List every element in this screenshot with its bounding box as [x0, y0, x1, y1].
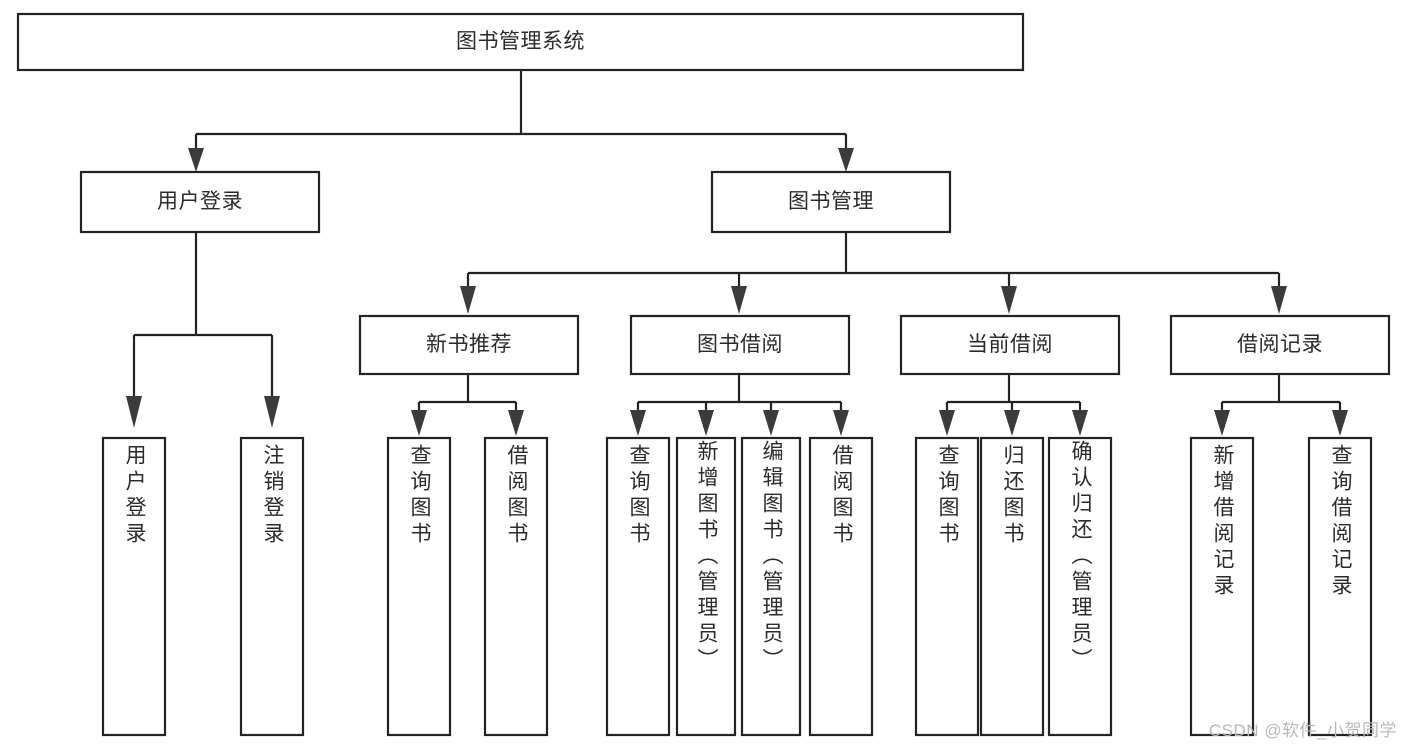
- node-box-leaf-confirm-return[interactable]: [1047, 436, 1113, 737]
- node-box-leaf-borrow-book-1[interactable]: [483, 436, 549, 737]
- node-box-book-manage[interactable]: [710, 170, 952, 234]
- connector-newbook-to-leaves: [411, 374, 524, 436]
- node-box-leaf-return-book[interactable]: [979, 436, 1045, 737]
- node-box-new-book-rec[interactable]: [358, 314, 580, 376]
- arrow-head-leaf-borrow-book-2: [833, 410, 849, 436]
- arrow-head-leaf-confirm-return: [1072, 410, 1088, 436]
- node-box-leaf-edit-book[interactable]: [740, 436, 802, 737]
- node-box-root[interactable]: [16, 12, 1025, 72]
- arrow-head-leaf-add-record: [1214, 410, 1230, 436]
- connector-bookmanage-to-level2: [460, 232, 1287, 314]
- connector-userlogin-to-leaves: [126, 232, 280, 428]
- arrow-head-leaf-return-book: [1004, 410, 1020, 436]
- arrow-head-leaf-query-book-3: [939, 410, 955, 436]
- node-box-leaf-user-login[interactable]: [101, 436, 167, 737]
- arrow-head-leaf-borrow-book-1: [508, 410, 524, 436]
- arrow-head-leaf-logout: [264, 396, 280, 428]
- node-box-book-borrow[interactable]: [629, 314, 851, 376]
- connector-currentborrow-to-leaves: [939, 374, 1088, 436]
- node-box-current-borrow[interactable]: [899, 314, 1121, 376]
- arrow-head-leaf-query-book-2: [630, 410, 646, 436]
- node-box-borrow-record[interactable]: [1169, 314, 1391, 376]
- arrow-head-leaf-query-record: [1332, 410, 1348, 436]
- node-box-leaf-logout[interactable]: [239, 436, 305, 737]
- arrow-head-leaf-user-login: [126, 396, 142, 428]
- arrow-head-book-manage: [838, 148, 854, 172]
- arrow-head-borrow-record: [1271, 286, 1287, 314]
- arrow-head-leaf-query-book-1: [411, 410, 427, 436]
- node-box-leaf-query-record[interactable]: [1307, 436, 1373, 737]
- node-box-leaf-add-record[interactable]: [1189, 436, 1255, 737]
- node-box-leaf-query-book-3[interactable]: [914, 436, 980, 737]
- arrow-head-new-book-rec: [460, 286, 476, 314]
- node-box-user-login[interactable]: [79, 170, 321, 234]
- node-box-leaf-add-book[interactable]: [675, 436, 737, 737]
- arrow-head-current-borrow: [1001, 286, 1017, 314]
- connector-root-to-level1: [188, 70, 854, 172]
- connector-bookborrow-to-leaves: [630, 374, 849, 436]
- arrow-head-leaf-add-book: [698, 410, 714, 436]
- node-box-leaf-borrow-book-2[interactable]: [808, 436, 874, 737]
- node-box-leaf-query-book-2[interactable]: [605, 436, 671, 737]
- arrow-head-leaf-edit-book: [763, 410, 779, 436]
- arrow-head-user-login: [188, 148, 204, 172]
- arrow-head-book-borrow: [731, 286, 747, 314]
- connector-borrowrecord-to-leaves: [1214, 374, 1348, 436]
- watermark-text: CSDN @软件_小贺同学: [1208, 721, 1397, 740]
- node-box-leaf-query-book-1[interactable]: [386, 436, 452, 737]
